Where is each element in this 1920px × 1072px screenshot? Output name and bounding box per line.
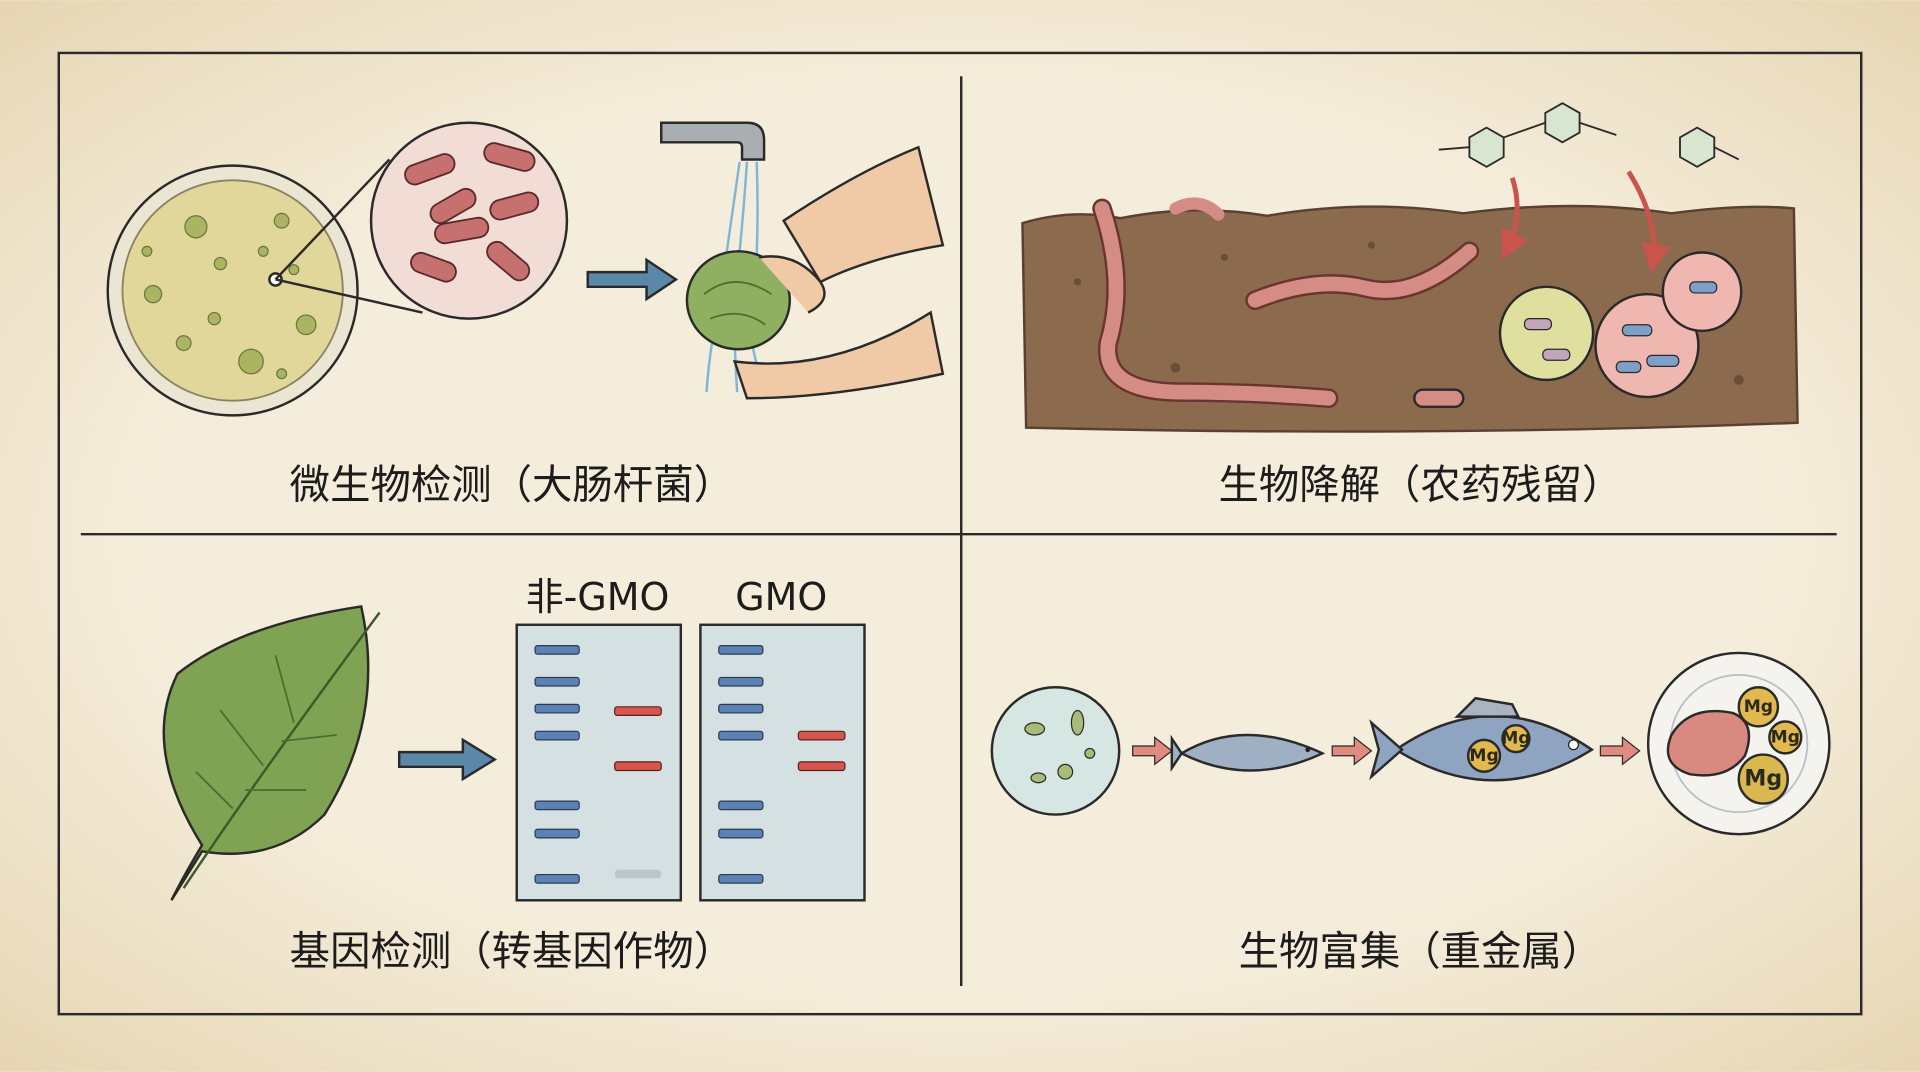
panel-title-biodegradation: 生物降解（农药残留） — [1218, 461, 1622, 509]
ladder-band — [718, 644, 764, 655]
element-label: Mg — [1501, 729, 1530, 749]
plankton-dish-icon — [990, 686, 1121, 816]
panel-frame — [57, 51, 1863, 1016]
soil-bacteria-icon — [1413, 251, 1743, 409]
ladder-band — [718, 676, 764, 687]
element-label: Mg — [1469, 746, 1498, 766]
ladder-band — [718, 828, 764, 839]
faint-band — [614, 869, 662, 879]
arrow-right-icon — [1132, 736, 1173, 766]
small-fish-icon — [1170, 733, 1326, 773]
washing-vegetable-icon — [660, 121, 945, 400]
ladder-band — [534, 828, 580, 839]
arrow-right-icon — [1599, 736, 1641, 766]
ladder-band — [534, 676, 580, 687]
large-fish-icon: Mg Mg — [1369, 696, 1595, 782]
ladder-band — [534, 730, 580, 741]
sample-band — [797, 761, 846, 772]
magnified-bacteria-icon — [369, 121, 569, 320]
sample-band — [797, 730, 846, 741]
ladder-band — [534, 800, 580, 811]
panel-biodegradation: 生物降解（农药残留） — [1021, 102, 1799, 509]
panel-bioaccumulation: Mg Mg Mg Mg Mg 生物富集（重金属） — [990, 651, 1831, 975]
ladder-band — [718, 703, 764, 714]
ladder-band — [718, 873, 764, 884]
ladder-band — [534, 873, 580, 884]
sample-band — [614, 706, 662, 717]
panel-title-genetic: 基因检测（转基因作物） — [290, 927, 734, 975]
red-arrow-icon — [1626, 170, 1671, 274]
element-label: Mg — [1744, 697, 1773, 717]
panel-title-microbial: 微生物检测（大肠杆菌） — [290, 461, 734, 509]
panel-title-bioaccumulation: 生物富集（重金属） — [1239, 927, 1603, 975]
panel-microbial: 微生物检测（大肠杆菌） — [106, 121, 945, 509]
red-arrow-icon — [1501, 177, 1529, 261]
panel-genetic: 非-GMO GMO 基因检测（转基因作物） — [162, 575, 866, 975]
petri-dish-icon — [106, 158, 423, 417]
plate-with-meat-icon: Mg Mg Mg — [1646, 651, 1831, 836]
pesticide-molecule-icon — [1438, 102, 1740, 168]
ladder-band — [534, 703, 580, 714]
gel-label-non-gmo: 非-GMO — [526, 575, 670, 619]
element-label: Mg — [1744, 767, 1782, 792]
leaf-icon — [162, 605, 381, 901]
earthworm-icon — [1092, 197, 1480, 409]
ladder-band — [534, 644, 580, 655]
ladder-band — [718, 730, 764, 741]
arrow-right-icon — [586, 257, 679, 302]
sample-band — [614, 761, 662, 772]
element-label: Mg — [1771, 727, 1800, 747]
arrow-right-icon — [1331, 736, 1373, 766]
arrow-right-icon — [397, 737, 498, 782]
gel-label-gmo: GMO — [735, 575, 827, 619]
gel-electrophoresis — [515, 623, 866, 902]
ladder-band — [718, 800, 764, 811]
